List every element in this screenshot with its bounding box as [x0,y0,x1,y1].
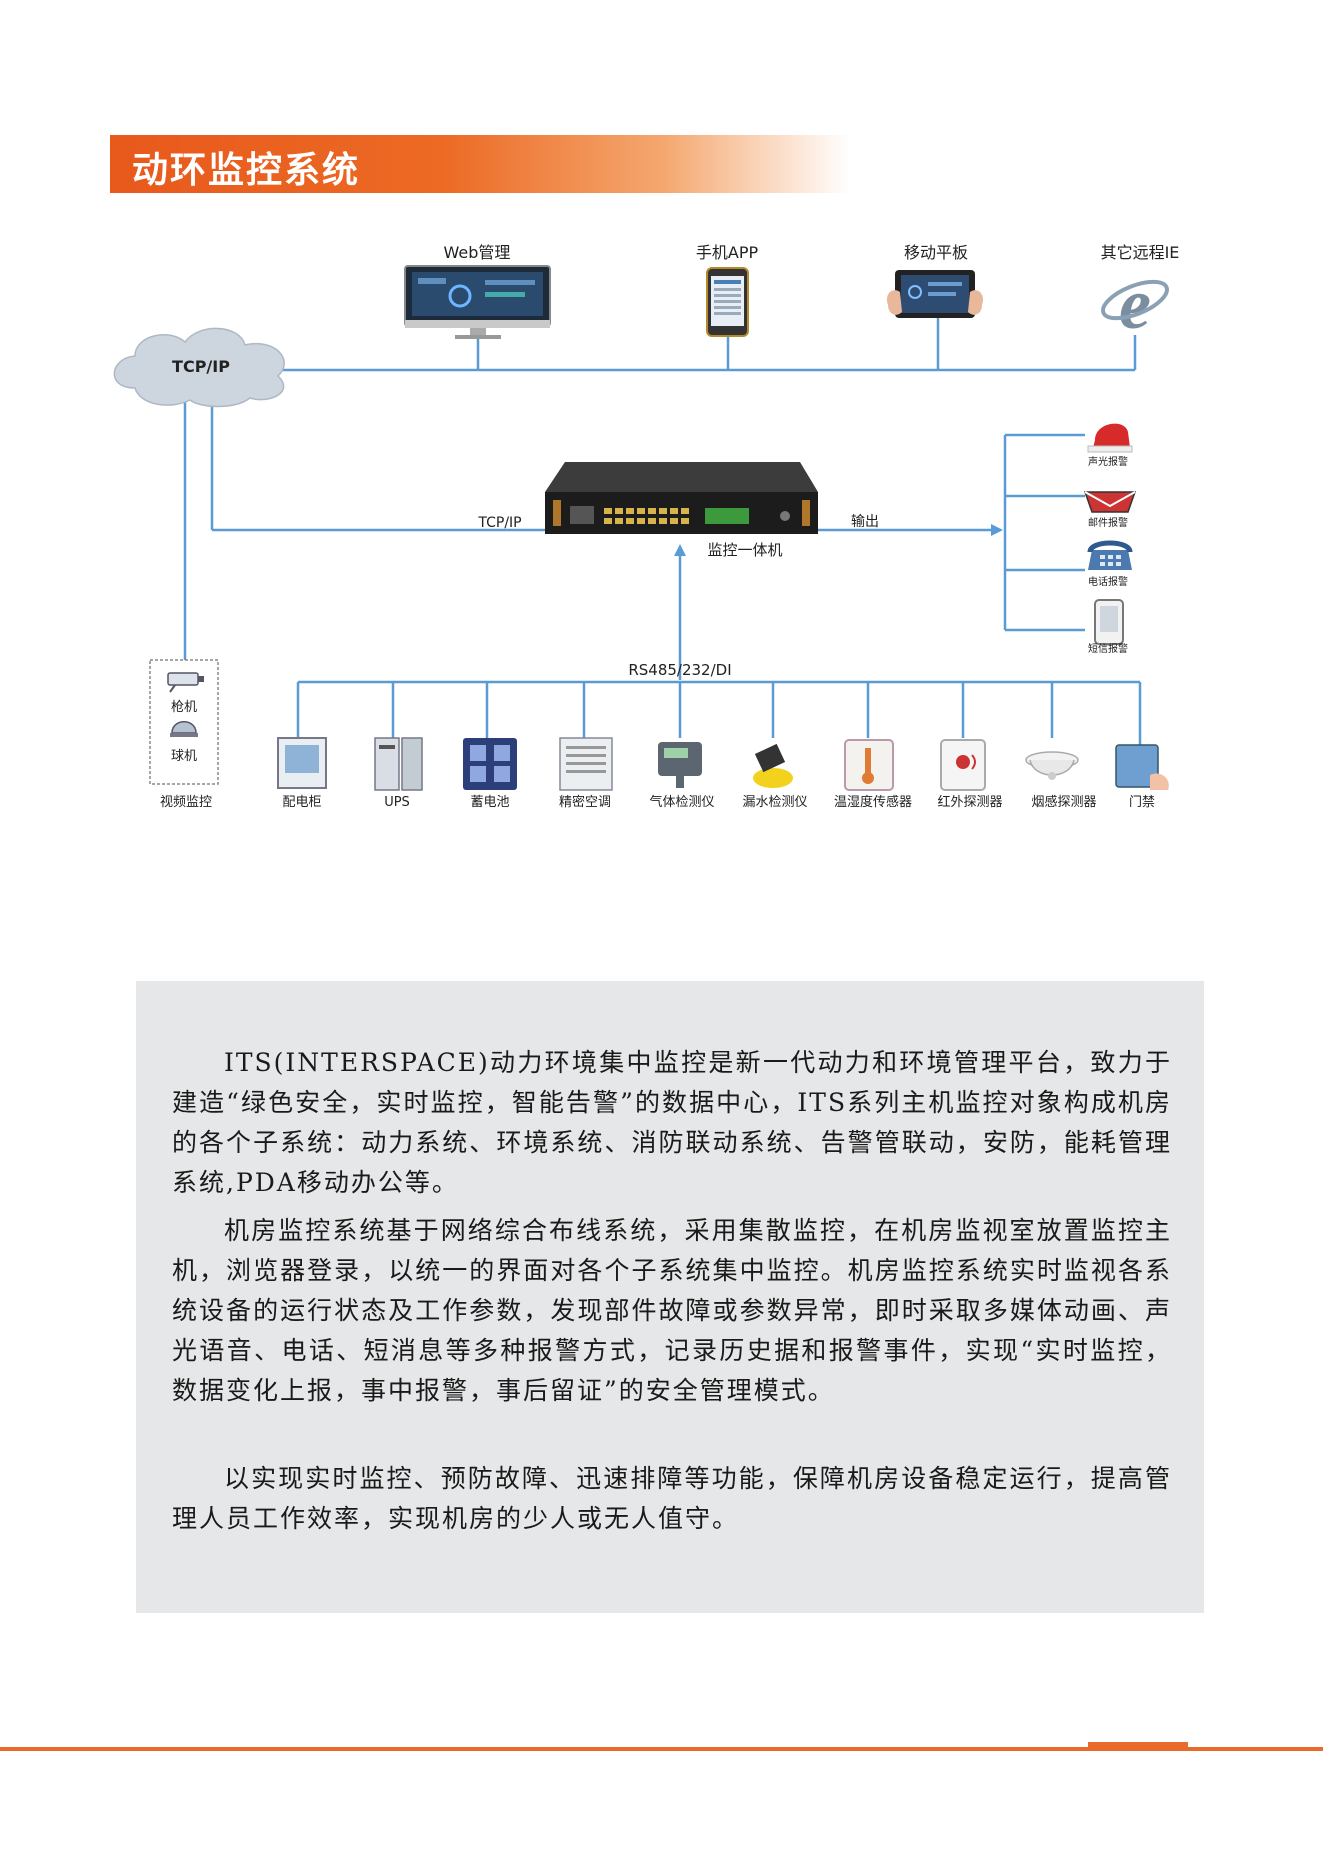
tablet-icon [886,270,984,318]
svg-text:e: e [1119,264,1151,344]
sensor-label: 配电柜 [282,795,321,810]
output-label: 输出 [851,514,879,530]
alarm-label-mail: 邮件报警 [1088,516,1128,529]
air-conditioner-icon [559,737,613,791]
client-label-app: 手机APP [696,243,759,262]
device-label: 监控一体机 [707,541,782,559]
client-label-ie: 其它远程IE [1101,243,1180,262]
siren-icon [1087,423,1133,453]
phone-icon [706,267,749,337]
sensor-label: 气体检测仪 [649,794,714,810]
distribution-cabinet-icon [277,737,327,789]
description-panel: ITS(INTERSPACE)动力环境集中监控是新一代动力和环境管理平台，致力于… [136,981,1204,1613]
alarm-label-phone: 电话报警 [1088,575,1128,588]
footer-accent [1088,1742,1188,1748]
sensor-label: UPS [384,795,410,810]
smoke-detector-icon [1025,751,1079,780]
sensor-label: 蓄电池 [470,795,509,810]
sms-icon [1094,599,1124,645]
paragraph: 以实现实时监控、预防故障、迅速排障等功能，保障机房设备稳定运行，提高管理人员工作… [172,1464,1172,1533]
video-item-dome: 球机 [171,749,197,764]
cloud-icon [113,327,285,408]
alarm-label-siren: 声光报警 [1088,455,1128,468]
sensor-label: 精密空调 [559,794,611,810]
battery-icon [463,738,517,790]
monitoring-device-icon [545,462,818,534]
cloud-label: TCP/IP [172,357,230,376]
section-title-banner: 动环监控系统 [110,135,850,193]
paragraph: 机房监控系统基于网络综合布线系统，采用集散监控，在机房监视室放置监控主机，浏览器… [172,1216,1172,1405]
ie-icon: e [1101,264,1169,344]
paragraph: ITS(INTERSPACE)动力环境集中监控是新一代动力和环境管理平台，致力于… [172,1048,1172,1197]
client-label-web: Web管理 [444,243,511,262]
video-item-bullet: 枪机 [171,699,197,715]
sensor-label: 温湿度传感器 [834,794,912,810]
bullet-camera-icon [167,672,204,693]
bus-label: RS485/232/DI [628,661,731,679]
alarm-label-sms: 短信报警 [1088,642,1128,655]
ups-icon [374,737,423,791]
connection-lines [183,315,1142,745]
footer-rule [0,1747,1323,1751]
video-surveillance-box [149,659,219,785]
sensor-label: 门禁 [1129,795,1155,810]
sensor-label: 烟感探测器 [1031,794,1096,810]
sensor-label: 漏水检测仪 [742,794,807,810]
gas-detector-icon [658,742,702,788]
section-title: 动环监控系统 [132,150,361,191]
telephone-icon [1087,540,1133,570]
system-diagram: TCP/IP Web管理 手机APP 移动平板 e [113,243,1180,810]
access-control-icon [1115,744,1169,790]
link-label: TCP/IP [477,515,521,531]
infrared-icon [940,739,986,791]
dome-camera-icon [170,721,198,737]
sensor-label: 红外探测器 [937,794,1002,810]
water-leak-icon [753,743,793,788]
monitor-icon [404,265,551,339]
mail-icon [1083,491,1137,513]
thermometer-icon [844,739,894,791]
client-label-tablet: 移动平板 [904,243,968,262]
video-label: 视频监控 [160,795,212,810]
